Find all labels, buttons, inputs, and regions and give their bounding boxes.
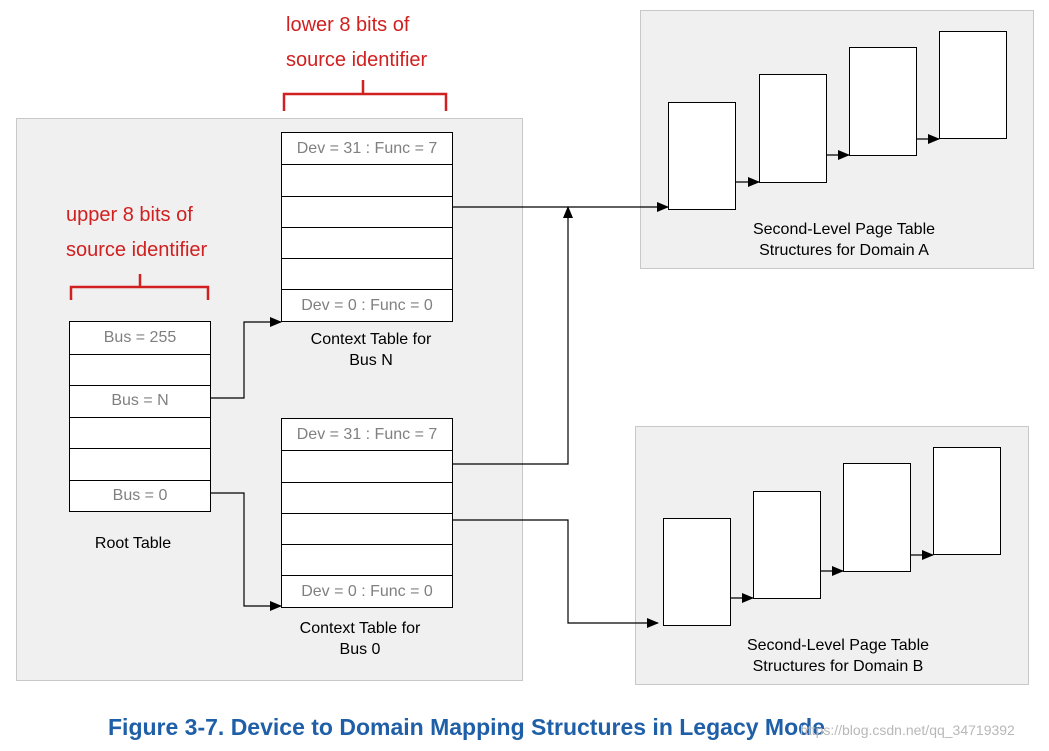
context-0-row: Dev = 31 : Func = 7 (296, 425, 438, 443)
context-0-to-domain-b-connector (453, 519, 659, 628)
upper-bits-bracket (69, 274, 210, 300)
figure-caption: Figure 3-7. Device to Domain Mapping Str… (108, 714, 825, 740)
root-table-label: Root Table (94, 535, 172, 552)
domain-a-page-4 (939, 31, 1007, 139)
context-table-bus-n-label: Context Table for Bus N (286, 329, 456, 371)
context-0-label-line2: Bus 0 (339, 641, 381, 658)
root-row (70, 353, 210, 386)
context-table-bus-0-label: Context Table for Bus 0 (275, 618, 445, 660)
context-0-row (282, 512, 452, 544)
context-0-row: Dev = 0 : Func = 0 (282, 575, 452, 606)
root-row: Bus = 255 (103, 328, 177, 346)
domain-b-page-4 (933, 447, 1001, 555)
root-row: Bus = 0 (70, 479, 210, 512)
watermark: https://blog.csdn.net/qq_34719392 (800, 722, 1015, 738)
context-n-row: Dev = 31 : Func = 7 (296, 139, 438, 157)
context-n-row (282, 258, 452, 289)
context-n-row (282, 226, 452, 258)
context-0-to-domain-a-connector (453, 206, 573, 465)
context-n-row (282, 195, 452, 227)
lower-bits-bracket (282, 80, 448, 111)
domain-a-label-line2: Structures for Domain A (759, 242, 929, 259)
context-0-label-line1: Context Table for (299, 620, 421, 637)
upper-bits-line2: source identifier (66, 239, 208, 261)
context-0-row (282, 481, 452, 513)
domain-b-label: Second-Level Page Table Structures for D… (718, 635, 958, 677)
root-row: Bus = N (70, 385, 210, 417)
context-n-label-line2: Bus N (349, 352, 393, 369)
upper-bits-line1: upper 8 bits of (66, 204, 193, 226)
domain-b-label-line2: Structures for Domain B (752, 658, 924, 675)
upper-bits-annotation: upper 8 bits of source identifier (66, 198, 207, 268)
context-n-row (282, 164, 452, 195)
root-table: Bus = 255 Bus = N Bus = 0 (69, 321, 211, 512)
bus-n-connector (211, 317, 282, 399)
domain-b-page-2 (753, 491, 821, 599)
domain-a-label: Second-Level Page Table Structures for D… (724, 219, 964, 261)
context-n-label-line1: Context Table for (310, 331, 432, 348)
domain-a-label-line1: Second-Level Page Table (752, 221, 936, 238)
lower-bits-line1: lower 8 bits of (286, 14, 410, 36)
domain-a-page-1 (668, 102, 736, 210)
bus-0-connector (211, 492, 282, 611)
context-0-row (282, 544, 452, 575)
domain-b-label-line1: Second-Level Page Table (746, 637, 930, 654)
context-0-row (282, 450, 452, 481)
domain-b-page-1 (663, 518, 731, 626)
lower-bits-annotation: lower 8 bits of source identifier (286, 8, 427, 78)
domain-a-page-2 (759, 74, 827, 183)
context-table-bus-n: Dev = 31 : Func = 7 Dev = 0 : Func = 0 (281, 132, 453, 322)
context-table-bus-0: Dev = 31 : Func = 7 Dev = 0 : Func = 0 (281, 418, 453, 608)
context-n-row: Dev = 0 : Func = 0 (282, 289, 452, 320)
root-row (70, 448, 210, 480)
lower-bits-line2: source identifier (286, 49, 428, 71)
domain-a-page-3 (849, 47, 917, 156)
root-row (70, 416, 210, 449)
domain-b-page-3 (843, 463, 911, 572)
